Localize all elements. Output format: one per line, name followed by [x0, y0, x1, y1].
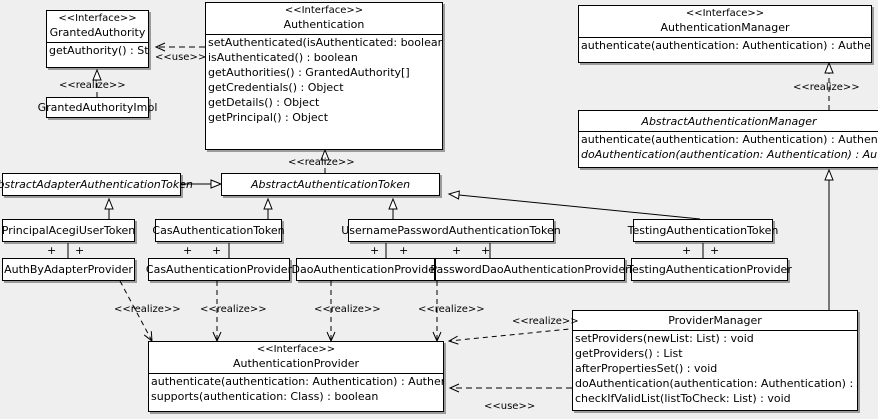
class-password-dao-authentication-provider[interactable]: PasswordDaoAuthenticationProvider	[430, 258, 630, 281]
class-name: PasswordDaoAuthenticationProvider	[430, 263, 630, 276]
operation: setProviders(newList: List) : void	[575, 332, 754, 345]
class-name: DaoAuthenticationProvider	[291, 263, 440, 276]
class-name: AuthenticationProvider	[232, 357, 360, 370]
operations-compartment: setProviders(newList: List) : void getPr…	[573, 331, 857, 406]
class-provider-manager[interactable]: ProviderManager setProviders(newList: Li…	[572, 310, 858, 411]
edge-label-realize-dao: <<realize>>	[314, 304, 381, 315]
operation: authenticate(authentication: Authenticat…	[151, 375, 443, 388]
class-name: AbstractAdapterAuthenticationToken	[0, 178, 193, 191]
multiplicity-cas-left: +	[183, 244, 193, 257]
operations-compartment: setAuthenticated(isAuthenticated: boolea…	[206, 35, 442, 125]
class-name: GrantedAuthorityImpl	[37, 101, 158, 114]
class-abstract-adapter-authentication-token[interactable]: AbstractAdapterAuthenticationToken	[0, 173, 193, 196]
stereotype-label: <<Interface>>	[284, 5, 364, 16]
stereotype-label: <<Interface>>	[685, 8, 765, 19]
operation: checkIfValidList(listToCheck: List) : vo…	[575, 392, 791, 405]
class-cas-authentication-provider[interactable]: CasAuthenticationProvider	[146, 258, 292, 281]
stereotype-label: <<Interface>>	[256, 344, 336, 355]
class-name: AbstractAuthenticationToken	[250, 178, 411, 191]
class-header: ProviderManager	[573, 311, 857, 330]
operation: authenticate(authentication: Authenticat…	[581, 133, 878, 146]
class-name: TestingAuthenticationProvider	[627, 263, 792, 276]
operations-compartment: authenticate(authentication: Authenticat…	[149, 374, 443, 404]
class-granted-authority[interactable]: <<Interface>> GrantedAuthority getAuthor…	[46, 10, 149, 68]
multiplicity-username-d: +	[481, 244, 491, 257]
edge-label-realize-password-dao: <<realize>>	[418, 304, 485, 315]
edge-label-realize-abstract-authentication-token: <<realize>>	[288, 157, 355, 168]
multiplicity-testing-left: +	[682, 244, 692, 257]
class-header: <<Interface>> AuthenticationProvider	[149, 342, 443, 373]
compartment-divider	[573, 330, 857, 331]
class-header: AbstractAuthenticationManager	[579, 111, 878, 131]
class-name: CasAuthenticationToken	[152, 224, 285, 237]
class-authentication-manager[interactable]: <<Interface>> AuthenticationManager auth…	[578, 5, 872, 63]
compartment-divider	[149, 373, 443, 374]
operation: authenticate(authentication: Authenticat…	[581, 39, 871, 52]
operations-compartment: authenticate(authentication: Authenticat…	[579, 132, 878, 162]
class-dao-authentication-provider[interactable]: DaoAuthenticationProvider	[292, 258, 440, 281]
class-name: AbstractAuthenticationManager	[641, 115, 817, 128]
edge-label-use-provider-manager: <<use>>	[484, 401, 536, 412]
edge-label-realize-granted-authority-impl: <<realize>>	[59, 80, 126, 91]
class-principal-acegi-user-token[interactable]: PrincipalAcegiUserToken	[2, 219, 135, 242]
class-testing-authentication-token[interactable]: TestingAuthenticationToken	[628, 219, 778, 242]
multiplicity-principal-left: +	[47, 244, 57, 257]
class-abstract-authentication-manager[interactable]: AbstractAuthenticationManager authentica…	[578, 110, 878, 168]
class-username-password-authentication-token[interactable]: UsernamePasswordAuthenticationToken	[341, 219, 561, 242]
edge-label-realize-abstract-authentication-manager: <<realize>>	[793, 82, 860, 93]
class-header: <<Interface>> AuthenticationManager	[579, 6, 871, 37]
operation: doAuthentication(authentication: Authent…	[581, 148, 878, 161]
operations-compartment: authenticate(authentication: Authenticat…	[579, 38, 871, 53]
class-header: <<Interface>> GrantedAuthority	[47, 11, 148, 42]
stereotype-label: <<Interface>>	[58, 13, 137, 24]
class-granted-authority-impl[interactable]: GrantedAuthorityImpl	[38, 97, 157, 118]
class-name: ProviderManager	[668, 314, 762, 327]
operation: getCredentials() : Object	[208, 81, 344, 94]
class-authentication[interactable]: <<Interface>> Authentication setAuthenti…	[205, 2, 443, 150]
operation: getAuthorities() : GrantedAuthority[]	[208, 66, 410, 79]
operations-compartment: getAuthority() : String	[47, 43, 148, 58]
operation: getDetails() : Object	[208, 96, 320, 109]
class-name: AuthByAdapterProvider	[4, 263, 133, 276]
class-cas-authentication-token[interactable]: CasAuthenticationToken	[152, 219, 285, 242]
compartment-divider	[579, 131, 878, 132]
class-name: TestingAuthenticationToken	[627, 224, 779, 237]
class-name: CasAuthenticationProvider	[145, 263, 293, 276]
compartment-divider	[579, 37, 871, 38]
edge-label-realize-cas: <<realize>>	[200, 304, 267, 315]
operation: getAuthority() : String	[49, 44, 148, 57]
operation: afterPropertiesSet() : void	[575, 362, 718, 375]
multiplicity-username-b: +	[399, 244, 409, 257]
operation: supports(authentication: Class) : boolea…	[151, 390, 379, 403]
multiplicity-cas-right: +	[212, 244, 222, 257]
edge-label-realize-auth-by-adapter: <<realize>>	[114, 304, 181, 315]
operation: setAuthenticated(isAuthenticated: boolea…	[208, 36, 442, 49]
operation: doAuthentication(authentication: Authent…	[575, 377, 857, 390]
class-testing-authentication-provider[interactable]: TestingAuthenticationProvider	[627, 258, 792, 281]
class-abstract-authentication-token[interactable]: AbstractAuthenticationToken	[221, 173, 440, 196]
class-name: GrantedAuthority	[49, 26, 146, 39]
edge-label-use-granted-authority: <<use>>	[155, 52, 207, 63]
multiplicity-username-a: +	[370, 244, 380, 257]
class-authentication-provider[interactable]: <<Interface>> AuthenticationProvider aut…	[148, 341, 444, 412]
class-name: Authentication	[283, 18, 365, 31]
multiplicity-testing-right: +	[710, 244, 720, 257]
multiplicity-username-c: +	[452, 244, 462, 257]
compartment-divider	[206, 34, 442, 35]
operation: getProviders() : List	[575, 347, 683, 360]
operation: getPrincipal() : Object	[208, 111, 329, 124]
class-header: <<Interface>> Authentication	[206, 3, 442, 34]
class-name: AuthenticationManager	[660, 21, 790, 34]
class-name: PrincipalAcegiUserToken	[1, 224, 136, 237]
multiplicity-principal-right: +	[75, 244, 85, 257]
operation: isAuthenticated() : boolean	[208, 51, 358, 64]
compartment-divider	[47, 42, 148, 43]
class-auth-by-adapter-provider[interactable]: AuthByAdapterProvider	[2, 258, 135, 281]
class-name: UsernamePasswordAuthenticationToken	[341, 224, 561, 237]
edge-label-realize-testing: <<realize>>	[512, 316, 579, 327]
